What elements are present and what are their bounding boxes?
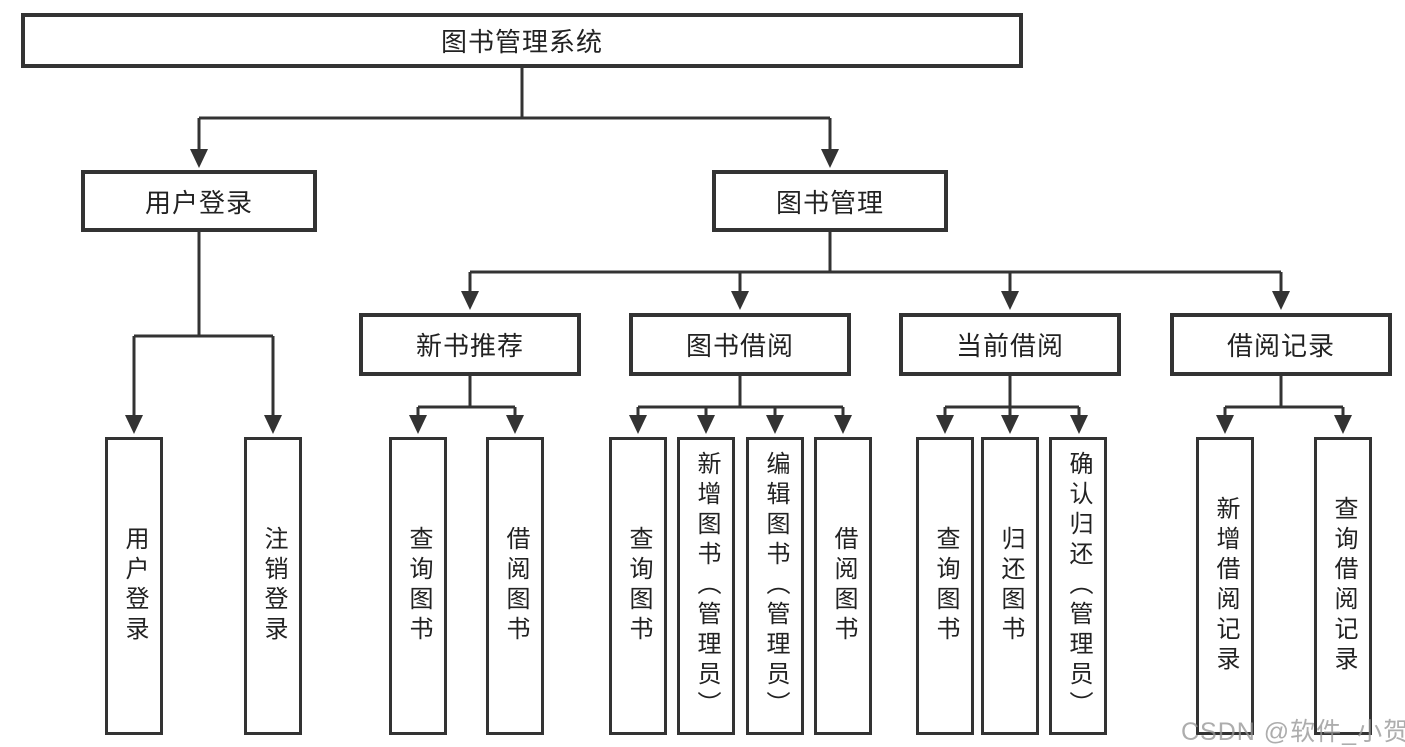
- connector-lines: [132, 68, 1345, 418]
- leaf-add-borrow-record: 新增借阅记录: [1196, 437, 1254, 735]
- leaf-user-login: 用户登录: [105, 437, 163, 735]
- leaf-add-books-admin: 新增图书（管理员）: [677, 437, 735, 735]
- leaf-query-books-borrowing: 查询图书: [609, 437, 667, 735]
- leaf-query-borrow-record: 查询借阅记录: [1314, 437, 1372, 735]
- leaf-confirm-return-admin: 确认归还（管理员）: [1049, 437, 1107, 735]
- connector-arrowheads: [125, 149, 1352, 434]
- node-book-management: 图书管理: [712, 170, 948, 232]
- node-book-borrowing: 图书借阅: [629, 313, 851, 376]
- node-new-book-recommend: 新书推荐: [359, 313, 581, 376]
- node-user-login: 用户登录: [81, 170, 317, 232]
- leaf-logout: 注销登录: [244, 437, 302, 735]
- leaf-borrow-books-borrowing: 借阅图书: [814, 437, 872, 735]
- leaf-borrow-books-recommend: 借阅图书: [486, 437, 544, 735]
- node-library-management-system: 图书管理系统: [21, 13, 1023, 68]
- leaf-edit-books-admin: 编辑图书（管理员）: [746, 437, 804, 735]
- leaf-return-books: 归还图书: [981, 437, 1039, 735]
- node-borrowing-records: 借阅记录: [1170, 313, 1392, 376]
- csdn-watermark: CSDN @软件_小贺同学: [1181, 718, 1405, 746]
- node-current-borrowing: 当前借阅: [899, 313, 1121, 376]
- leaf-query-books-recommend: 查询图书: [389, 437, 447, 735]
- leaf-query-books-current: 查询图书: [916, 437, 974, 735]
